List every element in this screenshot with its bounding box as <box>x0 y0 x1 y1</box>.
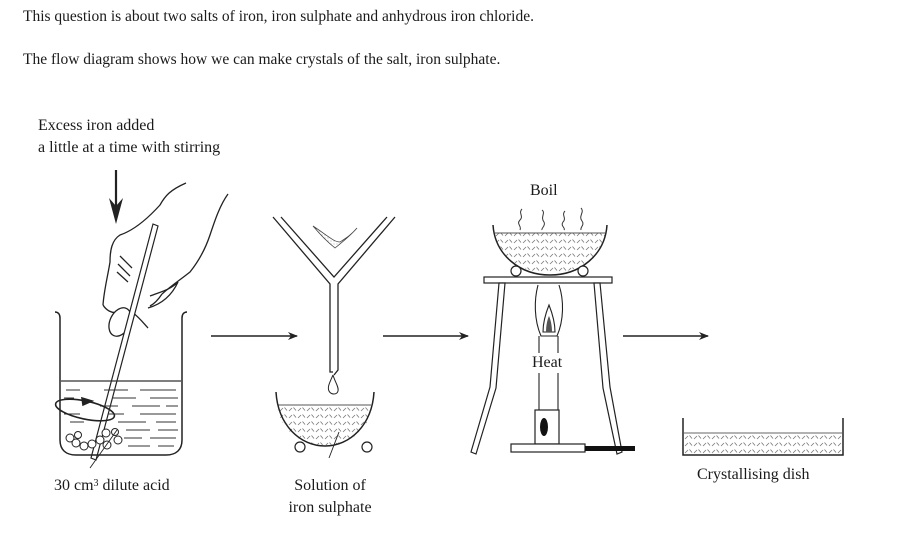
tripod <box>470 276 623 455</box>
crystallising-dish-label: Crystallising dish <box>697 466 810 483</box>
solution-label-1: Solution of <box>294 477 366 494</box>
evaporating-basin-2 <box>492 224 608 277</box>
acid-label: 30 cm3 dilute acid <box>54 476 170 496</box>
steam-icon <box>518 207 584 231</box>
solution-pointer-line <box>328 431 340 459</box>
acid-label-prefix: 30 cm <box>54 477 94 494</box>
intro-line-2: The flow diagram shows how we can make c… <box>23 51 501 68</box>
intro-line-1: This question is about two salts of iron… <box>23 8 534 25</box>
heat-label: Heat <box>531 353 564 373</box>
crystallising-dish <box>682 418 844 456</box>
stirring-rod <box>90 223 159 461</box>
hand-drawing <box>102 182 229 337</box>
iron-pieces <box>65 428 123 451</box>
solution-label-2: iron sulphate <box>288 499 372 516</box>
filter-funnel <box>272 216 396 395</box>
excess-iron-label-1: Excess iron added <box>38 117 155 134</box>
stirring-motion-icon <box>54 396 116 422</box>
evaporating-basin-1 <box>275 391 375 459</box>
acid-pointer-line <box>89 429 118 469</box>
acid-label-suffix: dilute acid <box>98 477 170 494</box>
bunsen-burner <box>510 284 635 453</box>
acid-label-superscript: 3 <box>93 478 99 489</box>
down-arrow-icon <box>109 170 123 224</box>
beaker-liquid <box>61 380 181 447</box>
excess-iron-label-2: a little at a time with stirring <box>38 139 221 156</box>
beaker <box>54 311 188 456</box>
boil-label: Boil <box>530 182 558 199</box>
